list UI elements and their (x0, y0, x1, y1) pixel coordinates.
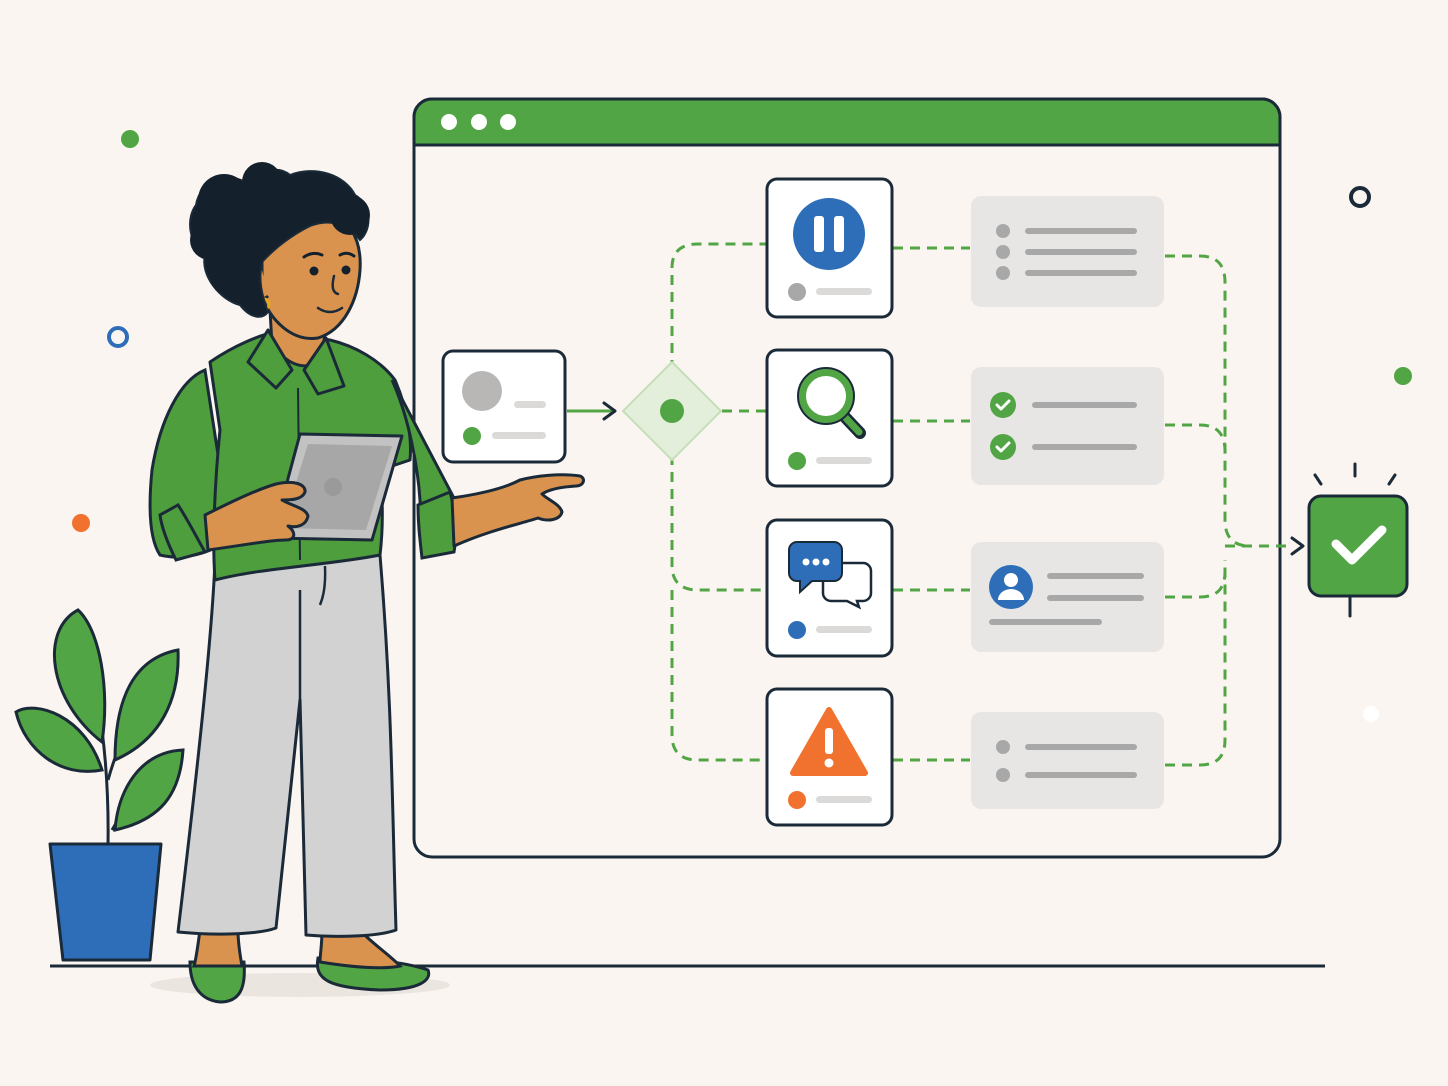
step-card-pause (765, 177, 894, 319)
detail-panel-list-1 (971, 196, 1164, 307)
start-arrowhead (602, 401, 617, 421)
check-circle-icon (990, 392, 1016, 418)
chat-icon (788, 541, 873, 610)
checkmark-icon (1331, 525, 1387, 565)
warning-icon (790, 707, 868, 776)
end-arrowhead (1290, 536, 1305, 556)
end-node-success (1307, 462, 1409, 618)
diamond-decision (621, 360, 723, 462)
potted-plant (14, 608, 185, 962)
detail-panel-checklist (971, 367, 1164, 485)
detail-panel-list-2 (971, 712, 1164, 809)
search-icon (797, 367, 866, 439)
check-circle-icon (990, 434, 1016, 460)
user-profile-icon (989, 565, 1033, 609)
decorative-dots (72, 130, 1412, 722)
step-card-warning (765, 687, 894, 827)
flow-connectors (670, 242, 1290, 767)
step-card-search (765, 348, 894, 488)
status-dot (463, 427, 481, 445)
person-with-tablet (148, 162, 585, 1004)
pause-icon (793, 198, 865, 270)
avatar-placeholder-icon (462, 371, 502, 411)
status-dot (788, 283, 806, 301)
status-dot (788, 791, 806, 809)
window-titlebar-dots (441, 114, 516, 130)
status-dot (788, 452, 806, 470)
start-node (441, 349, 567, 464)
step-card-chat (765, 518, 894, 658)
status-dot (788, 621, 806, 639)
detail-panel-profile (971, 542, 1164, 652)
